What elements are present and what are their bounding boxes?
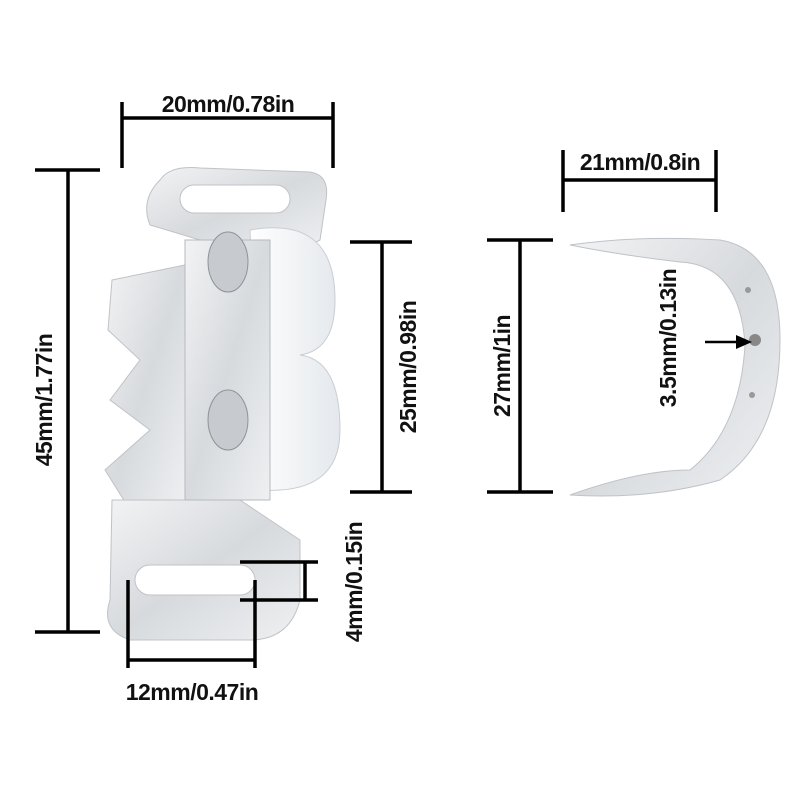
roller-catch-image [104, 167, 341, 641]
strike-plate-image [569, 237, 781, 497]
label-catch-width: 20mm/0.78in [162, 91, 295, 117]
dimension-catch-width: 20mm/0.78in [120, 91, 335, 168]
dimension-slot-width: 4mm/0.15in [240, 522, 367, 642]
label-roller-height: 25mm/0.98in [395, 301, 421, 434]
arrow-icon [736, 335, 752, 349]
dimension-strike-height: 27mm/1in [487, 238, 553, 494]
dimension-strike-width: 21mm/0.8in [561, 149, 718, 212]
label-slot-length: 12mm/0.47in [126, 679, 259, 705]
dimension-hole: 3.5mm/0.13in [655, 269, 752, 407]
label-hole: 3.5mm/0.13in [655, 269, 681, 407]
dimension-roller-height: 25mm/0.98in [350, 240, 421, 494]
label-catch-height: 45mm/1.77in [31, 334, 57, 467]
dimension-slot-length: 12mm/0.47in [126, 580, 259, 705]
label-strike-height: 27mm/1in [489, 315, 515, 417]
label-slot-width: 4mm/0.15in [341, 522, 367, 642]
label-strike-width: 21mm/0.8in [580, 149, 700, 175]
dimension-catch-height: 45mm/1.77in [31, 168, 100, 634]
